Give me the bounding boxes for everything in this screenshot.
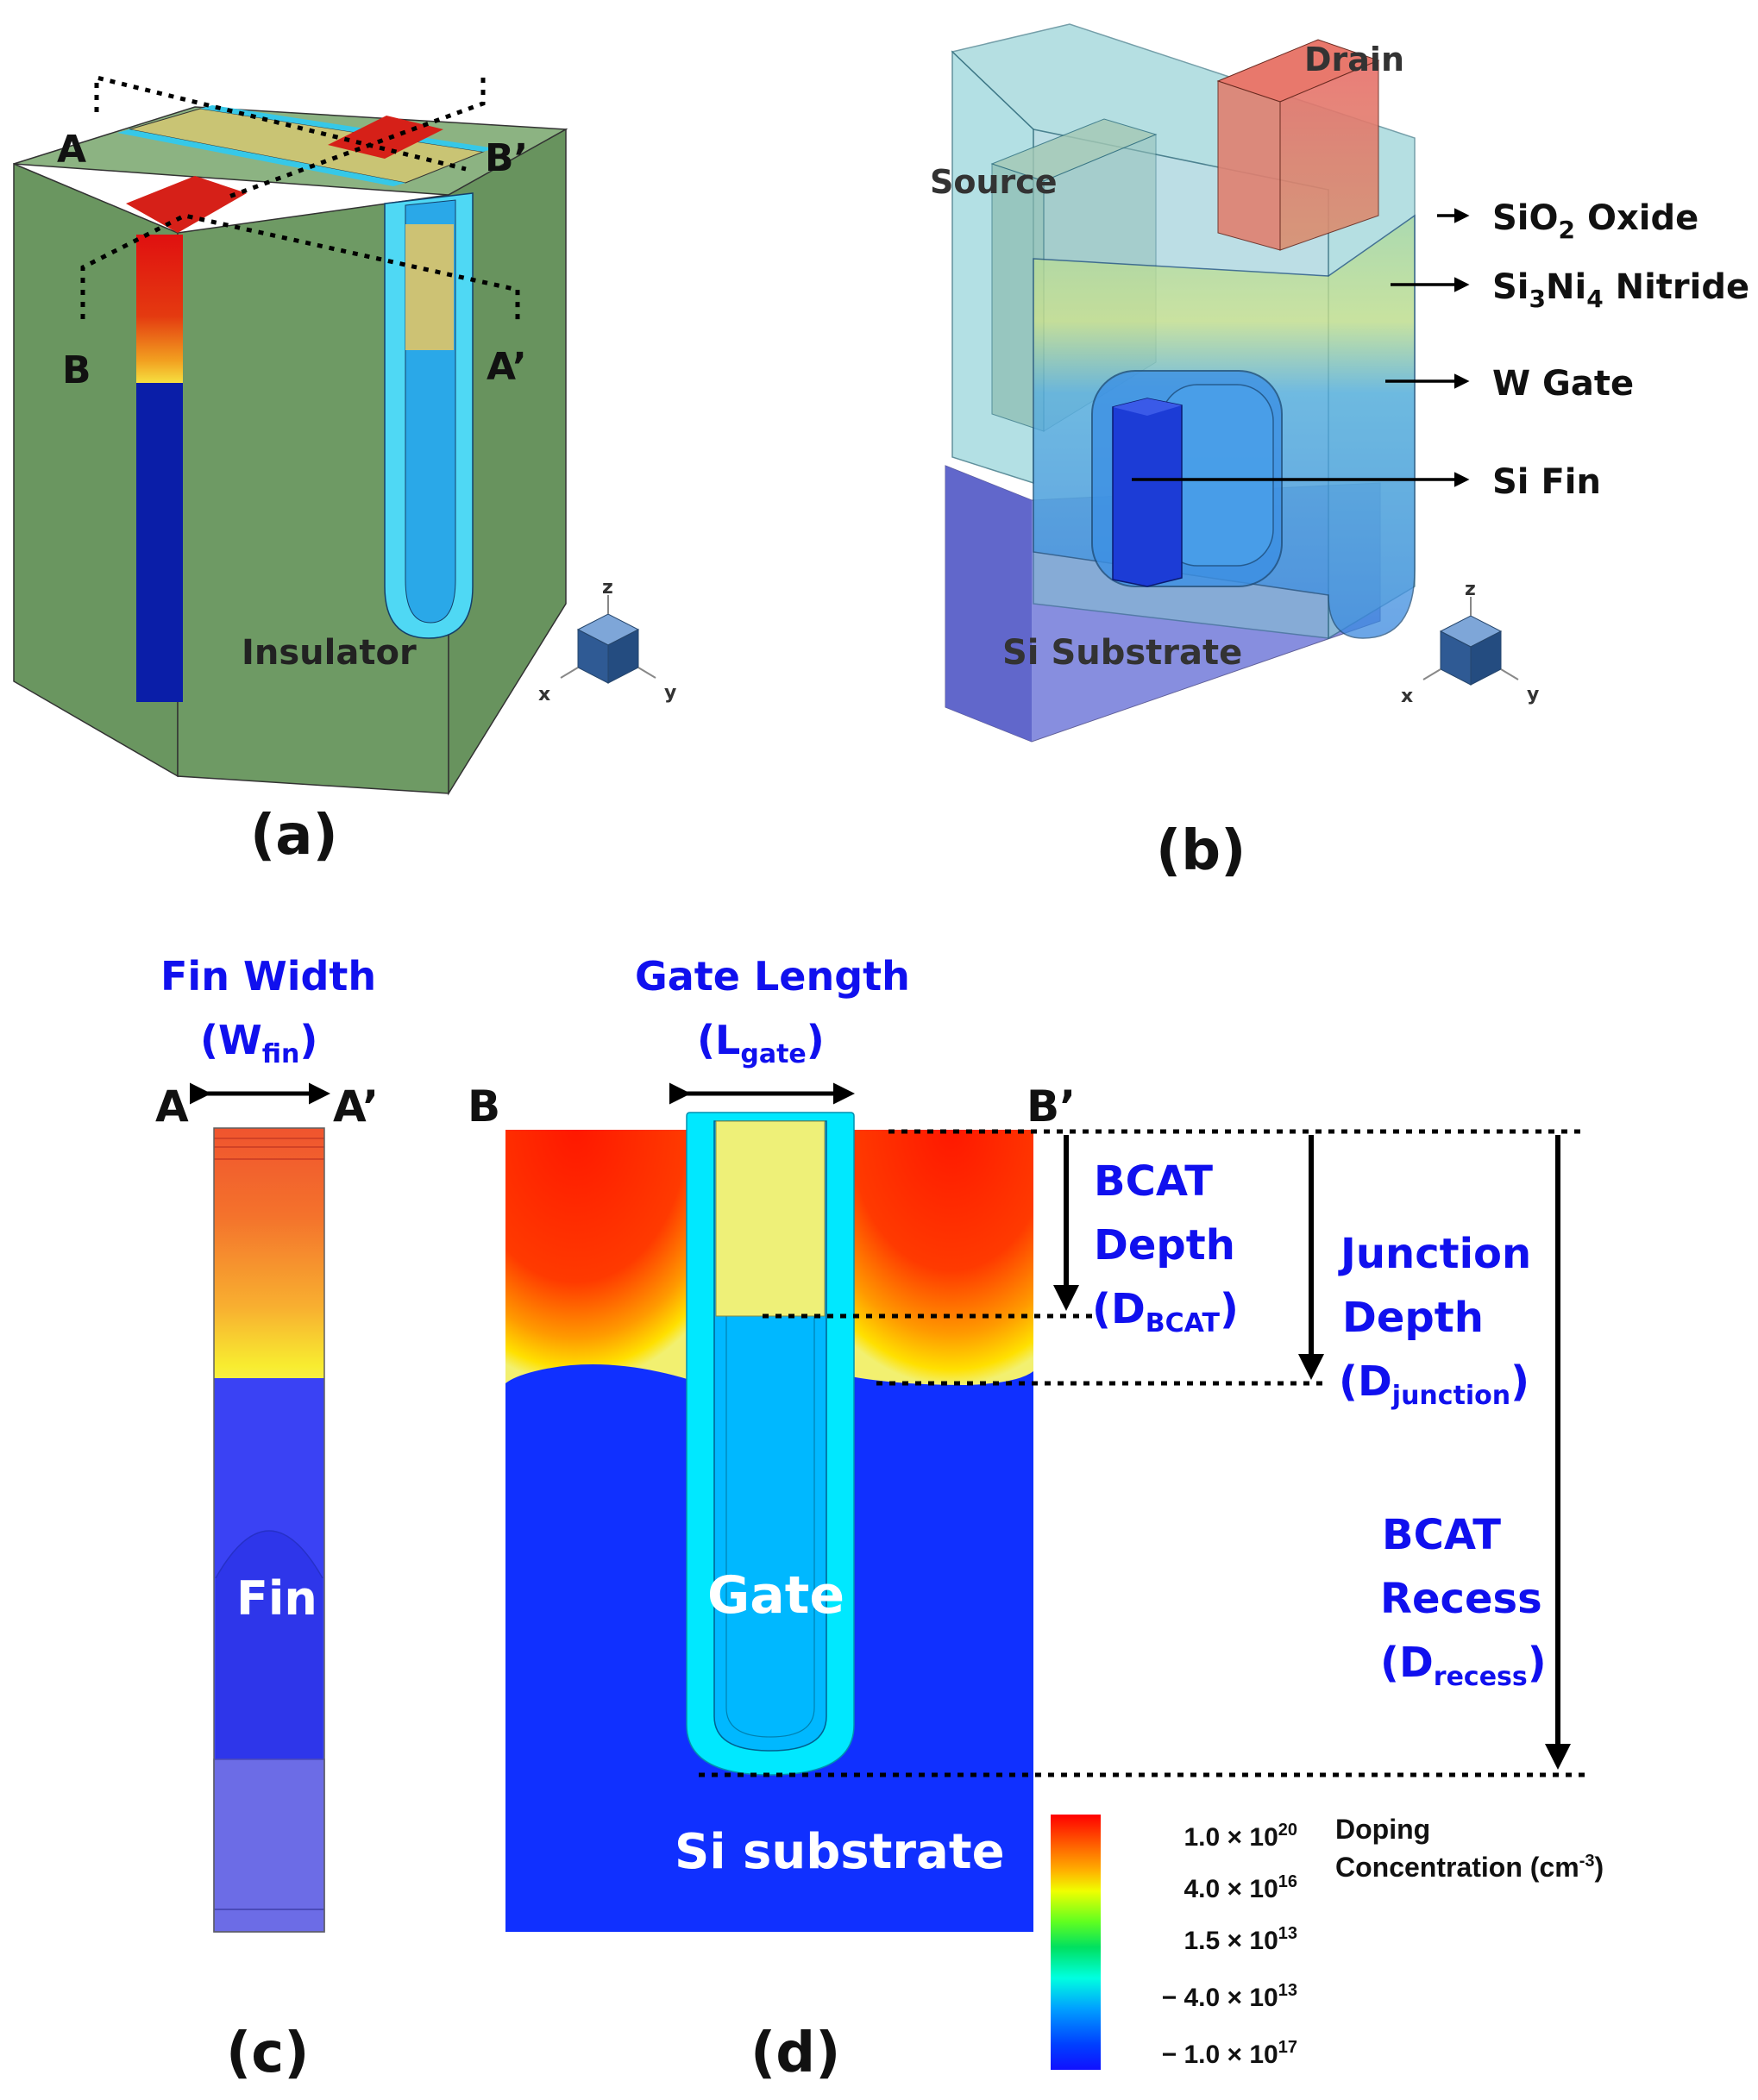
panel-c: Fin Width (Wfin) A A’ Fin (c): [155, 953, 379, 2085]
caption-b: (b): [1156, 819, 1246, 883]
fin-bottom: [213, 1758, 325, 1933]
svg-text:BCAT: BCAT: [1382, 1511, 1501, 1559]
label-B-d: B: [468, 1081, 500, 1131]
fin-label: Fin: [236, 1571, 317, 1626]
caption-d: (d): [750, 2022, 840, 2085]
svg-text:Junction: Junction: [1338, 1230, 1531, 1278]
svg-text:y: y: [664, 682, 676, 704]
gate-cap-d: [715, 1120, 826, 1317]
fin-top-doped: [214, 1128, 324, 1378]
label-B-prime: B’: [485, 136, 528, 180]
svg-text:z: z: [602, 577, 613, 599]
label-B-prime-d: B’: [1027, 1081, 1076, 1131]
label-B: B: [62, 348, 91, 392]
reference-lines: [699, 1129, 1587, 1777]
panel-d: Gate Length (Lgate) B B’ Gate Si substra…: [468, 953, 1587, 2085]
label-A-c: A: [155, 1081, 189, 1131]
fin-width-symbol: (Wfin): [200, 1017, 317, 1069]
legend-title-line2: Concentration (cm-3): [1335, 1852, 1604, 1883]
top-doped-stripe-1: [126, 176, 247, 233]
svg-text:Depth: Depth: [1094, 1221, 1235, 1269]
legend-colorbar: [1051, 1815, 1101, 2070]
legend-title: Doping: [1335, 1814, 1430, 1845]
right-doped-region: [851, 1130, 1033, 1385]
substrate-label-d: Si substrate: [675, 1824, 1005, 1880]
legend-ticks: 1.0 × 1020 4.0 × 1016 1.5 × 1013 − 4.0 × 10…: [1162, 1821, 1297, 2069]
axes-cube-b: z x y: [1401, 579, 1539, 707]
label-si-substrate: Si Substrate: [1002, 633, 1242, 673]
label-insulator: Insulator: [242, 633, 417, 673]
svg-text:Depth: Depth: [1342, 1294, 1484, 1342]
gate-cap: [405, 224, 454, 350]
panel-b: Drain Source Si Substrate SiO2 Oxide Si3…: [930, 23, 1749, 883]
svg-text:Recess: Recess: [1380, 1575, 1542, 1623]
top-liner-stripe-1: [117, 129, 405, 186]
svg-text:x: x: [538, 684, 550, 705]
si-fin: [1112, 398, 1183, 587]
legend-tick-label: 1.0 × 1020: [1184, 1821, 1297, 1852]
gate-label-d: Gate: [707, 1565, 844, 1626]
callout-oxide: SiO2 Oxide: [1492, 198, 1698, 244]
callout-arrows: [1132, 208, 1470, 487]
left-doped-region: [505, 1130, 690, 1383]
callout-fin: Si Fin: [1492, 462, 1601, 502]
bcat-depth-label: BCAT Depth (DBCAT): [1092, 1157, 1239, 1338]
bcat-recess-label: BCAT Recess (Drecess): [1380, 1511, 1547, 1692]
legend-tick-label: − 1.0 × 1017: [1162, 2038, 1297, 2069]
label-drain: Drain: [1304, 41, 1404, 78]
legend-tick-label: − 4.0 × 1013: [1162, 1981, 1297, 2012]
svg-text:x: x: [1401, 686, 1413, 707]
svg-text:y: y: [1527, 684, 1539, 705]
junction-depth-label: Junction Depth (Djunction): [1338, 1230, 1531, 1411]
svg-text:(Djunction): (Djunction): [1339, 1357, 1529, 1411]
caption-c: (c): [226, 2022, 309, 2085]
dimension-arrows: [1053, 1135, 1571, 1770]
svg-text:(Drecess): (Drecess): [1380, 1639, 1547, 1692]
legend-tick-label: 1.5 × 1013: [1184, 1924, 1297, 1955]
panel-a: A B’ B A’ Insulator z x y (a): [13, 74, 676, 868]
label-A: A: [57, 128, 86, 172]
front-doped-stripe: [136, 235, 183, 383]
axes-cube-a: z x y: [538, 577, 676, 705]
svg-text:BCAT: BCAT: [1094, 1157, 1213, 1206]
gate-length-title: Gate Length: [635, 953, 910, 1000]
gate-length-symbol: (Lgate): [697, 1017, 825, 1069]
svg-text:(DBCAT): (DBCAT): [1092, 1285, 1239, 1338]
label-A-prime-c: A’: [333, 1081, 379, 1131]
front-channel-stripe: [136, 383, 183, 702]
label-source: Source: [930, 163, 1058, 201]
callout-nitride: Si3Ni4 Nitride: [1492, 267, 1749, 313]
fin-width-title: Fin Width: [160, 953, 376, 1000]
caption-a: (a): [250, 804, 338, 868]
section-lines: [80, 74, 520, 321]
callout-gate: W Gate: [1492, 364, 1634, 404]
label-A-prime: A’: [487, 345, 527, 389]
doping-legend: 1.0 × 1020 4.0 × 1016 1.5 × 1013 − 4.0 × 10…: [1051, 1814, 1604, 2070]
legend-tick-label: 4.0 × 1016: [1184, 1872, 1297, 1903]
svg-text:z: z: [1465, 579, 1476, 600]
